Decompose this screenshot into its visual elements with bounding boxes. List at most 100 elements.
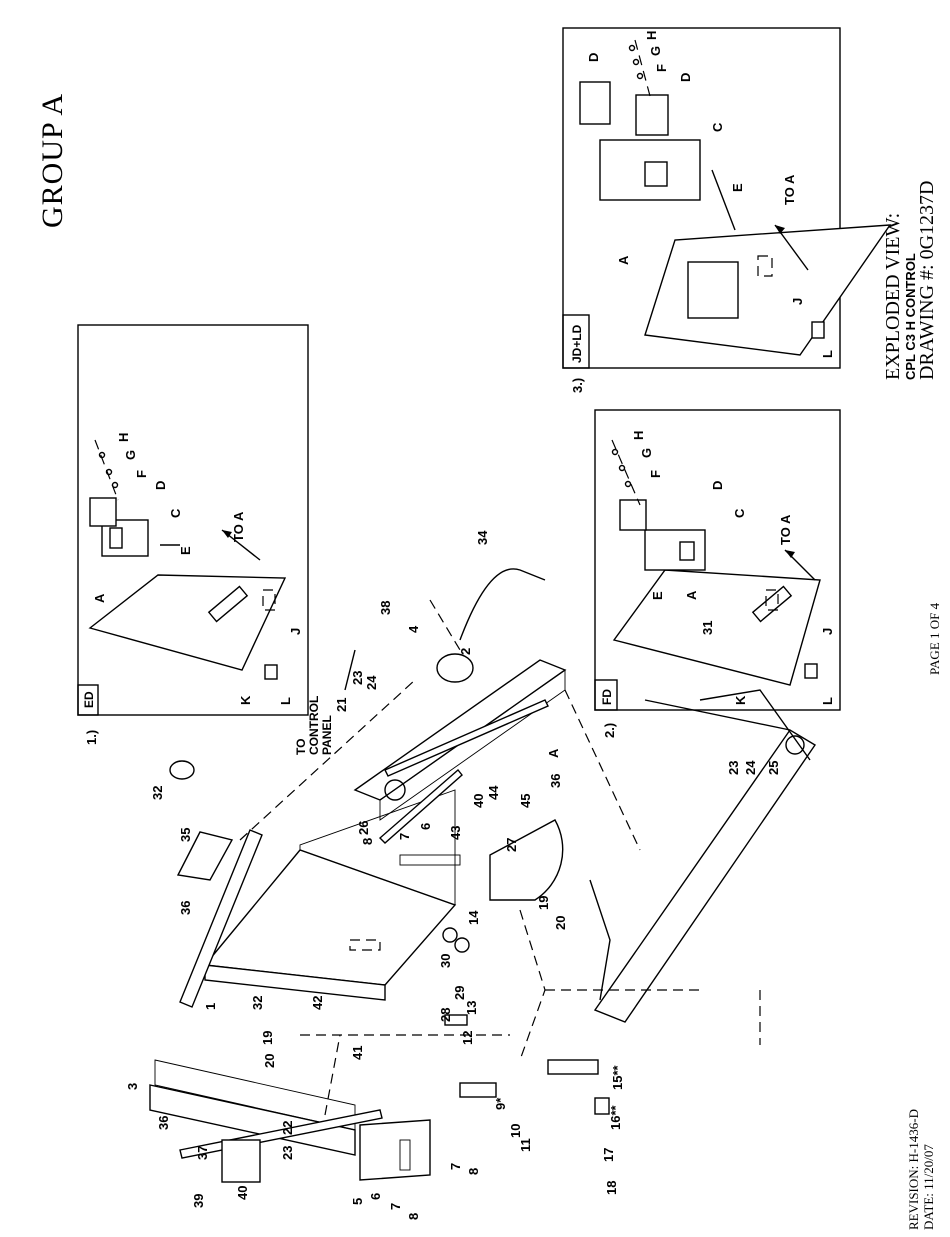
letter-g: G (639, 448, 654, 458)
callout: 25 (766, 761, 781, 775)
inset-jdld: JD+LD 3.) TO A A C D D E F G H J L (562, 27, 892, 393)
panel-3-top (154, 1059, 356, 1131)
hidden-slot (757, 255, 773, 277)
inset-tag-box (562, 314, 590, 369)
callout: 40 (471, 794, 486, 808)
main-exploded-view: TO CONTROL PANEL (149, 568, 816, 1183)
letter-e: E (650, 591, 665, 600)
callout: 38 (378, 601, 393, 615)
callout: 45 (518, 794, 533, 808)
to-label-3: PANEL (320, 715, 334, 755)
grommet-4 (436, 653, 474, 683)
letter-a: A (616, 255, 631, 265)
letter-a: A (92, 593, 107, 603)
arrow-head (775, 225, 785, 234)
leader (564, 689, 641, 851)
callout: 27 (504, 838, 519, 852)
letter-k: K (238, 695, 253, 705)
callout: 44 (486, 785, 501, 800)
washer-f (624, 480, 632, 488)
letter-l: L (278, 697, 293, 705)
enclosure-back (299, 789, 456, 906)
breaker-c (644, 529, 706, 571)
callout: 37 (195, 1146, 210, 1160)
washer-g (632, 58, 640, 66)
cutout (207, 585, 249, 623)
plate-a (612, 569, 821, 686)
callout: 36 (156, 1116, 171, 1130)
breaker-face (109, 527, 123, 549)
callout: 30 (438, 954, 453, 968)
callout: 21 (334, 698, 349, 712)
callout: 7 (448, 1163, 463, 1170)
clip-l (811, 321, 825, 339)
callouts: 1 2 3 4 5 6 6 7 7 7 8 8 8 9* 10 11 12 13… (125, 530, 781, 1220)
part-14-b (454, 937, 470, 953)
arrow-head (222, 530, 232, 538)
letter-h: H (644, 31, 659, 40)
enclosure-slot (349, 939, 381, 951)
to-a-label: TO A (778, 514, 793, 545)
washer-f (636, 72, 644, 80)
leader (519, 909, 546, 1061)
rail-hole (785, 735, 805, 755)
letter-c: C (168, 508, 183, 518)
letter-h: H (116, 433, 131, 442)
to-a-label: TO A (782, 174, 797, 205)
plate-d (635, 94, 669, 136)
callout: 4 (406, 625, 421, 633)
letter-c: C (710, 122, 725, 132)
rail-edge (644, 699, 791, 731)
letter-d: D (153, 481, 168, 490)
leader (239, 679, 416, 841)
letter-j: J (790, 298, 805, 305)
callout: 31 (700, 621, 715, 635)
washer-g (105, 468, 113, 476)
callout: 7 (388, 1203, 403, 1210)
leader (324, 1034, 341, 1116)
callout: 6 (368, 1193, 383, 1200)
washer-g (618, 464, 626, 472)
callout: 24 (364, 675, 379, 690)
hidden-slot (262, 589, 276, 611)
arrow-head (785, 550, 795, 558)
callout: 9* (493, 1097, 508, 1110)
plate-d-loose (579, 81, 611, 125)
clip-l (264, 664, 278, 680)
callout: 23 (350, 671, 365, 685)
callout: 32 (250, 996, 265, 1010)
callout: 20 (262, 1054, 277, 1068)
inset-tag: ED (82, 691, 96, 708)
callout: 10 (508, 1124, 523, 1138)
callout: 11 (518, 1138, 533, 1152)
washer-f (111, 481, 119, 489)
bracket-5 (359, 1119, 431, 1181)
callout: 42 (310, 996, 325, 1010)
breaker-c (599, 139, 701, 201)
callout: 1 (203, 1003, 218, 1010)
callout: 7 (397, 833, 412, 840)
callout: 17 (601, 1148, 616, 1162)
callout: 23 (280, 1146, 295, 1160)
letter-c: C (732, 508, 747, 518)
callout: 32 (150, 786, 165, 800)
callout: 8 (360, 838, 375, 845)
to-label-1: TO (294, 739, 308, 755)
letter-k: K (733, 695, 748, 705)
callout: 28 (438, 1008, 453, 1022)
callout: 43 (448, 826, 463, 840)
callout: 18 (604, 1181, 619, 1195)
letter-l: L (820, 350, 835, 358)
callout: 29 (452, 986, 467, 1000)
letter-l: L (820, 697, 835, 705)
part-16 (594, 1097, 610, 1115)
breaker-face (644, 161, 668, 187)
grommet-32 (169, 760, 195, 780)
letter-e: E (730, 183, 745, 192)
part-14-a (442, 927, 458, 943)
callout: 36 (548, 774, 563, 788)
letter-d-loose: D (586, 53, 601, 62)
hardware-leader (94, 439, 119, 501)
inset-tag-box (594, 679, 618, 711)
